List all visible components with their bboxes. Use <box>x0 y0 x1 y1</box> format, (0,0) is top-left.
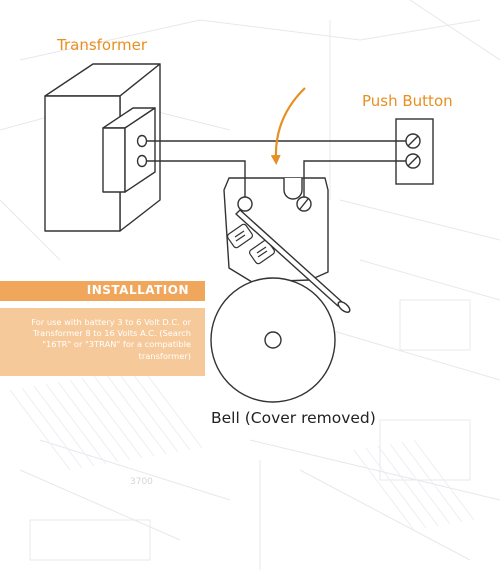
bell <box>210 177 351 403</box>
wire-transformer-to-bell <box>146 160 246 197</box>
bell-hammer-head <box>337 301 351 313</box>
transformer-label: Transformer <box>57 36 148 54</box>
installation-title: INSTALLATION <box>86 283 189 297</box>
installation-panel: For use with battery 3 to 6 Volt D.C. or… <box>0 308 205 376</box>
pointer-arrow <box>270 87 306 165</box>
transformer-terminal-top <box>136 134 148 148</box>
push-button-label: Push Button <box>362 92 453 110</box>
wire-push-button-to-bell <box>303 160 406 197</box>
transformer <box>44 63 161 232</box>
transformer-terminal-bottom <box>136 154 148 168</box>
bell-coils <box>226 223 276 265</box>
bell-terminal-left <box>237 196 253 212</box>
bell-center <box>264 331 282 349</box>
push-button <box>395 118 434 185</box>
blueprint-number: 3700 <box>130 477 153 487</box>
bell-slot <box>283 178 303 200</box>
bell-label: Bell (Cover removed) <box>211 409 376 427</box>
installation-text: For use with battery 3 to 6 Volt D.C. or… <box>31 317 191 361</box>
installation-header: INSTALLATION <box>0 281 205 301</box>
